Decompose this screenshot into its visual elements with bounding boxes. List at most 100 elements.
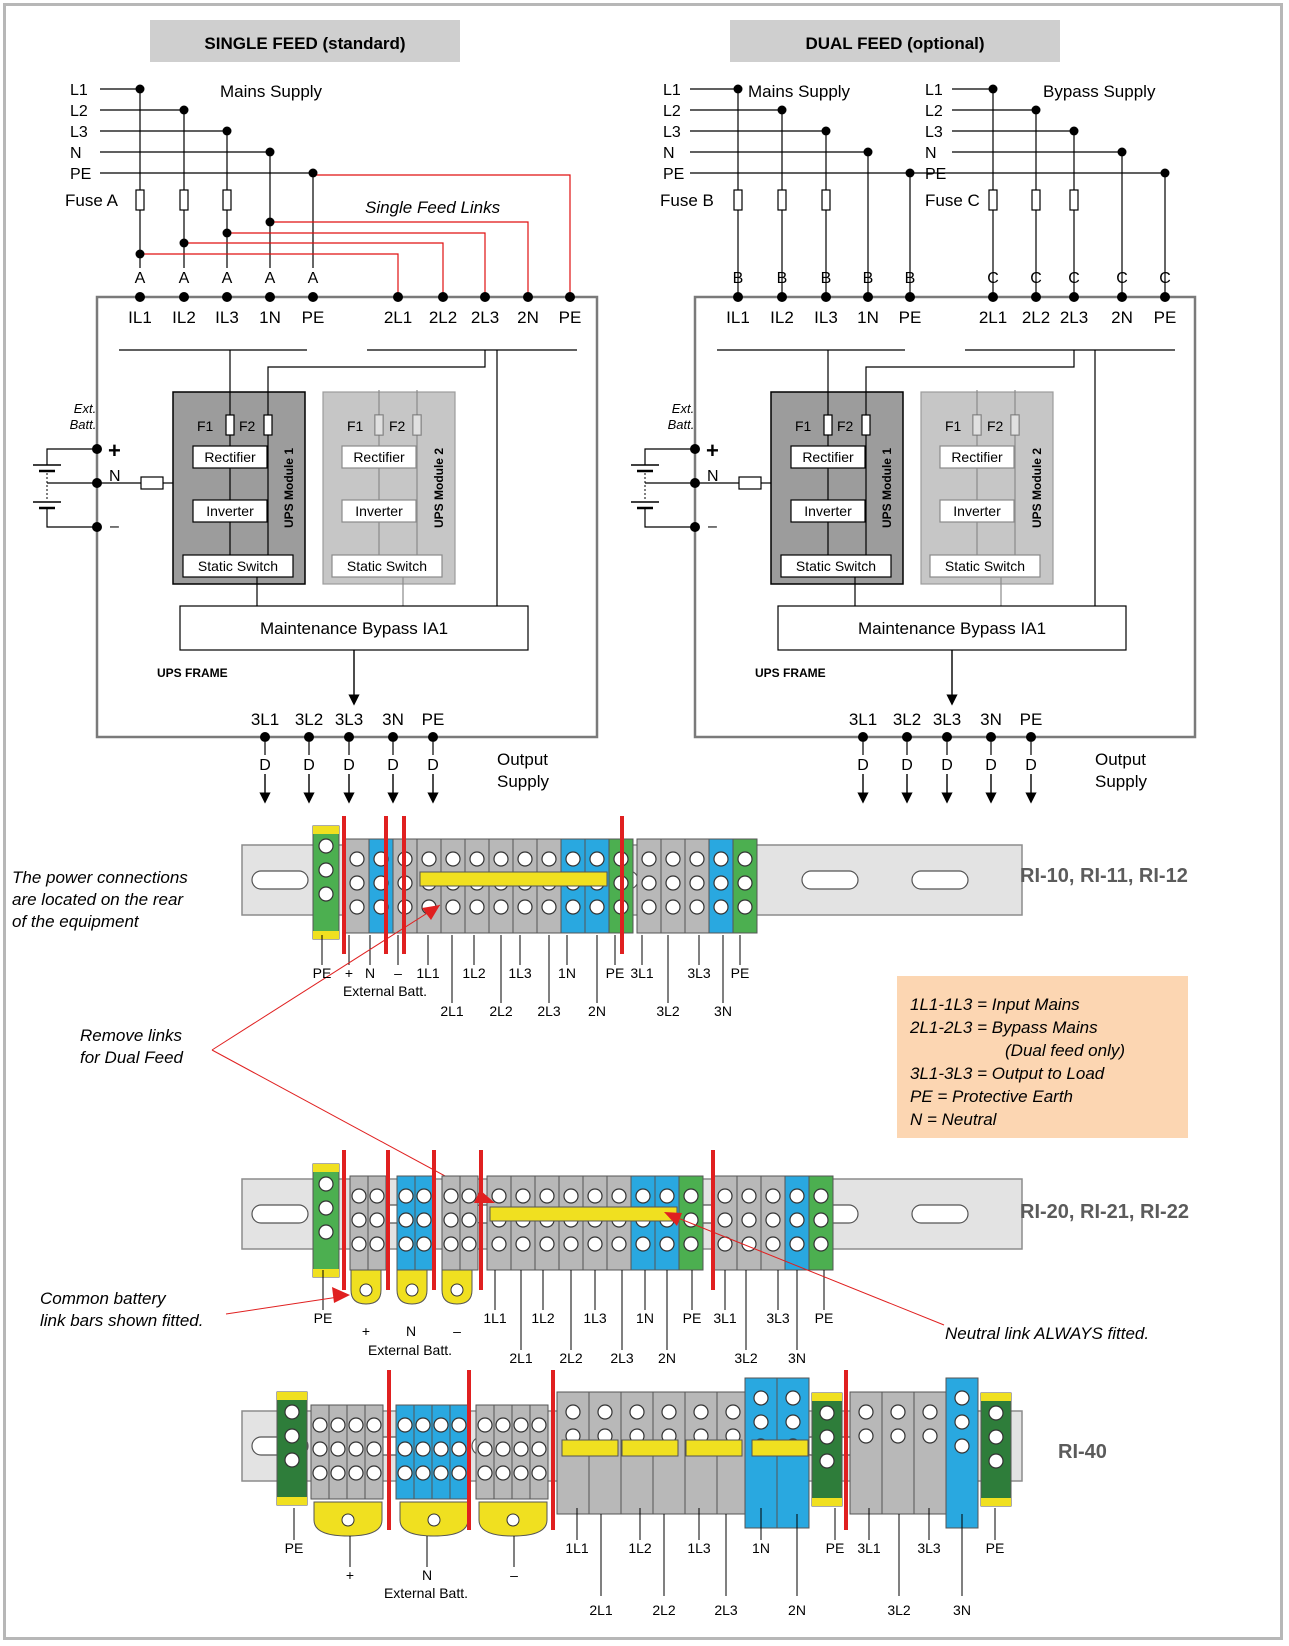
bypass-terminal-label: 2L3 [471,308,499,327]
terminal-screw [665,899,681,915]
terminal-label: 3N [714,1003,732,1019]
terminal-screw [611,1236,627,1252]
terminal-dot [905,292,915,302]
terminal-screw [433,1417,449,1433]
rectifier-label: Rectifier [353,449,405,465]
terminal-screw [725,1404,741,1420]
terminal-dot [821,292,831,302]
terminal-label: 3L1 [857,1540,881,1556]
static-switch-box [780,554,892,578]
bus-label-PE: PE [70,166,91,183]
terminal-screw [785,1390,801,1406]
battery-wire [46,448,97,465]
terminal-label: 3N [953,1602,971,1618]
terminal-screw [416,1188,432,1204]
feed-tag-b: B [777,270,788,287]
terminal-screw [737,875,753,891]
terminal-screw [469,851,485,867]
static-switch-label: Static Switch [945,558,1025,574]
bus-junction-dot [733,84,743,94]
fuse-f1-symbol [225,414,235,436]
callout-line [667,1213,945,1326]
terminal-label: 2L2 [559,1350,583,1366]
terminal-screw [348,1441,364,1457]
bus-junction-dot [863,147,873,157]
output-supply-label: Supply [1095,772,1147,791]
terminal-screw [641,899,657,915]
page-border [3,3,1283,1640]
terminal-screw [397,1465,413,1481]
feed-tag-c: C [1030,270,1042,287]
output-supply-label: Supply [497,772,549,791]
output-terminal-label: 3N [382,710,404,729]
bypass-terminal-label: 2L1 [979,308,1007,327]
terminal-label: 1N [752,1540,770,1556]
output-terminal-dot [902,732,912,742]
terminal-screw [517,899,533,915]
terminal-screw [491,1188,507,1204]
terminal-screw [665,875,681,891]
battery-wire [644,508,695,528]
terminal-screw [318,862,334,878]
terminal-screw [477,1417,493,1433]
fuse-a-symbol [135,189,145,211]
link-junction-dot [179,238,189,248]
ext-batt-caption: External Batt. [343,983,427,999]
output-terminal-dot [986,732,996,742]
bypass-terminal-label: 2L3 [1060,308,1088,327]
output-tag-d: D [1025,757,1037,774]
terminal-screw [813,1236,829,1252]
rear-note: are located on the rear [12,890,184,909]
terminal-screw [713,875,729,891]
battery-terminal-dot [92,522,102,532]
terminal-screw [451,1417,467,1433]
output-tag-d: D [387,757,399,774]
terminal-screw [330,1417,346,1433]
fuse-f2-symbol [1010,414,1020,436]
input-terminal-label: IL3 [814,308,838,327]
terminal-dot [863,292,873,302]
terminal-dot [393,292,403,302]
terminal-screw [330,1441,346,1457]
terminal-dot [179,292,189,302]
static-switch-box [182,554,294,578]
bus-label-L1: L1 [70,82,88,99]
terminal-screw [461,1188,477,1204]
terminal-dot [565,292,575,302]
terminal-screw [366,1417,382,1433]
link-bar [751,1439,809,1457]
battery-n-label: N [109,468,121,485]
inverter-box [192,499,268,523]
bus-junction-dot [179,105,189,115]
output-terminal-dot [858,732,868,742]
bus-label-PE: PE [663,166,684,183]
ups-module-2-label: UPS Module 2 [1030,448,1044,528]
terminal-screw [693,1404,709,1420]
feed-tag-b: B [863,270,874,287]
callout-arrowhead [332,1287,350,1303]
ups-frame-label: UPS FRAME [157,666,228,680]
terminal-screw [541,899,557,915]
input-terminal-label: IL1 [128,308,152,327]
pe-link-wire [313,174,571,297]
terminal-label: PE [285,1540,304,1556]
terminal-screw [954,1438,970,1454]
rail-slot [911,1204,969,1224]
pe-terminal-yellow [981,1393,1011,1401]
terminal-dot [777,292,787,302]
terminal-screw [495,1417,511,1433]
fuse-f1-symbol [374,414,384,436]
terminal-screw [565,851,581,867]
terminal-screw [415,1417,431,1433]
terminal-screw [469,899,485,915]
link-bar [561,1439,619,1457]
bus-label-L3: L3 [663,124,681,141]
remove-links-note: Remove links [80,1026,183,1045]
dual-feed-header-box [730,20,1060,62]
neutral-note: Neutral link ALWAYS fitted. [945,1324,1149,1343]
rear-note: The power connections [12,868,188,887]
terminal-label: 1L2 [628,1540,652,1556]
rectifier-box [341,445,417,469]
terminal-label: 1L3 [687,1540,711,1556]
